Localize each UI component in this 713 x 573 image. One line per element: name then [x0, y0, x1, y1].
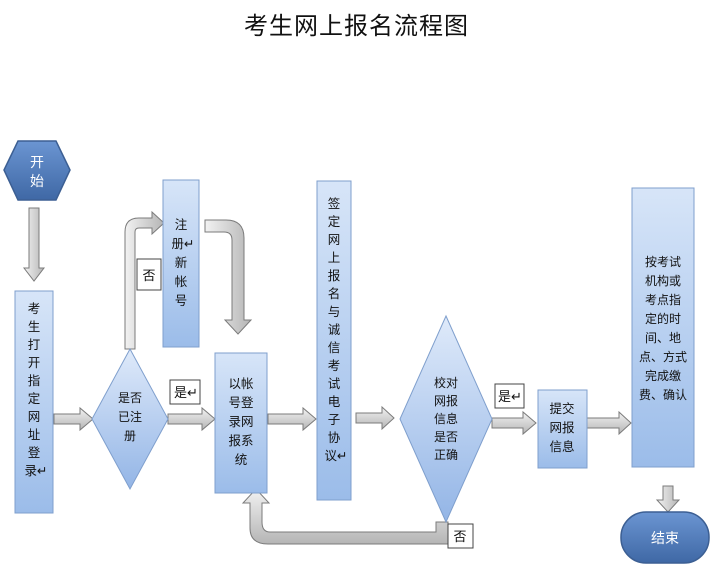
registered-line-2: 已注	[118, 409, 142, 424]
agreement-line-10: 考	[328, 358, 341, 373]
arrow-pay-to-end	[655, 485, 681, 513]
register-line-5: 号	[175, 293, 188, 308]
pay-line-6: 点、方式	[639, 349, 687, 364]
register-line-3: 新	[175, 255, 188, 270]
agreement-line-5: 报	[328, 268, 341, 283]
login-node: 考 生 打 开 指 定 网 址 登 录↵	[14, 290, 54, 514]
agreement-line-3: 网	[328, 232, 341, 247]
login-line-8: 址	[28, 427, 41, 442]
pay-confirm-node: 按考试 机构或 考点指 定的时 间、地 点、方式 完成缴 费、确认	[631, 187, 695, 468]
agreement-line-11: 试	[328, 376, 341, 391]
arrow-decision-to-system-login	[167, 406, 216, 432]
edge-label-no-correct-text: 否	[453, 530, 466, 545]
start-node: 开 始	[3, 140, 71, 201]
system-login-line-4: 报系	[228, 433, 253, 448]
login-line-3: 打	[28, 337, 41, 352]
arrow-submit-to-pay	[586, 410, 632, 436]
register-line-4: 帐	[175, 274, 188, 289]
arrow-login-to-decision	[53, 406, 94, 432]
edge-label-yes-correct: 是↵	[494, 383, 525, 409]
agreement-line-1: 签	[328, 196, 341, 211]
pay-line-4: 定的时	[645, 311, 681, 326]
edge-label-yes-correct-text: 是↵	[498, 390, 522, 405]
agreement-line-6: 名	[328, 286, 341, 301]
pay-line-8: 费、确认	[639, 388, 687, 402]
submit-node: 提交 网报 信息	[537, 389, 588, 469]
register-line-1: 注	[175, 217, 188, 232]
agreement-line-12: 电	[328, 394, 341, 409]
edge-label-yes-registered-text: 是↵	[174, 386, 198, 401]
agreement-line-4: 上	[328, 250, 341, 265]
agreement-line-9: 信	[328, 340, 341, 355]
login-line-4: 开	[28, 355, 41, 370]
arrow-register-to-system-login	[204, 219, 253, 335]
agreement-line-7: 与	[328, 304, 341, 319]
arrow-start-to-login	[22, 207, 46, 282]
agreement-line-14: 协	[328, 430, 341, 445]
pay-line-3: 考点指	[645, 292, 681, 307]
arrow-system-login-to-agreement	[267, 406, 317, 432]
start-label-line-1: 开	[30, 155, 44, 171]
pay-line-7: 完成缴	[645, 368, 681, 383]
end-node: 结束	[620, 511, 710, 564]
login-line-1: 考	[28, 301, 41, 316]
check-line-4: 是否	[434, 430, 458, 444]
submit-line-1: 提交	[549, 401, 574, 416]
system-login-line-1: 以帐	[228, 376, 254, 391]
register-node: 注 册↵ 新 帐 号	[162, 179, 200, 348]
login-line-7: 网	[28, 409, 41, 424]
login-line-6: 定	[28, 391, 41, 406]
agreement-line-13: 子	[328, 412, 341, 427]
agreement-line-15: 议↵	[325, 448, 348, 463]
submit-line-3: 信息	[549, 439, 574, 454]
check-decision-node: 校对 网报 信息 是否 正确	[399, 314, 493, 524]
pay-line-2: 机构或	[645, 273, 681, 288]
system-login-node: 以帐 号登 录网 报系 统	[214, 352, 268, 494]
edge-label-no-register: 否	[136, 258, 162, 291]
check-line-1: 校对	[434, 375, 458, 390]
arrow-check-back-to-login	[241, 488, 449, 545]
login-line-9: 登	[28, 445, 41, 460]
end-label: 结束	[651, 531, 679, 547]
registered-line-3: 册	[124, 429, 136, 443]
check-line-3: 信息	[434, 411, 458, 426]
login-line-10: 录↵	[25, 463, 48, 478]
submit-line-2: 网报	[549, 420, 575, 435]
agreement-line-8: 诚	[328, 322, 341, 337]
pay-line-5: 间、地	[645, 331, 681, 345]
check-line-5: 正确	[434, 448, 458, 462]
system-login-line-5: 统	[235, 452, 248, 467]
diagram-title: 考生网上报名流程图	[244, 12, 469, 40]
login-label: 考 生 打 开 指 定 网 址 登 录↵	[25, 301, 48, 478]
registered-decision-node: 是否 已注 册	[91, 347, 169, 491]
agreement-node: 签 定 网 上 报 名 与 诚 信 考 试 电 子 协 议↵	[316, 180, 352, 501]
arrow-decision-to-register	[124, 210, 165, 350]
system-login-line-2: 号登	[228, 395, 254, 410]
arrow-check-to-submit	[491, 410, 537, 436]
edge-label-no-correct: 否	[447, 523, 474, 549]
login-line-5: 指	[28, 373, 41, 388]
agreement-line-2: 定	[328, 214, 341, 229]
edge-label-yes-registered: 是↵	[169, 379, 201, 405]
arrow-agreement-to-check	[355, 405, 395, 431]
login-line-2: 生	[28, 319, 41, 334]
start-label-line-2: 始	[30, 174, 44, 190]
pay-line-1: 按考试	[645, 254, 681, 269]
edge-label-no-register-text: 否	[142, 269, 155, 284]
check-line-2: 网报	[434, 393, 458, 408]
register-line-2: 册↵	[172, 236, 195, 251]
registered-line-1: 是否	[118, 391, 142, 405]
system-login-line-3: 录网	[228, 414, 253, 429]
